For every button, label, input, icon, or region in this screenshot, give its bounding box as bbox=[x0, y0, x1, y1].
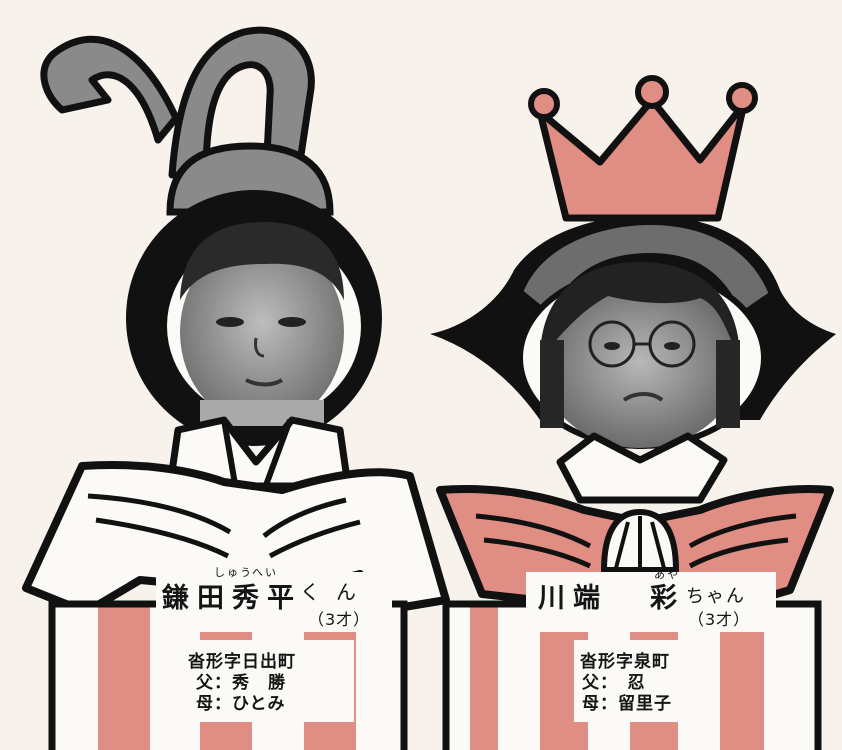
boy-mother: 母：ひとみ bbox=[196, 694, 286, 714]
girl-collar bbox=[556, 432, 728, 504]
girl-mother: 母：留里子 bbox=[582, 694, 672, 714]
shell-fan bbox=[600, 508, 680, 573]
girl-name-box bbox=[526, 572, 776, 632]
boy-name-box bbox=[156, 572, 392, 632]
boy-doll bbox=[22, 26, 450, 750]
boy-face-photo bbox=[180, 222, 344, 426]
girl-robe-lines bbox=[475, 513, 797, 569]
boy-ruby-hei: へい bbox=[252, 566, 278, 579]
boy-suffix: くん bbox=[300, 580, 372, 604]
girl-father: 父： 忍 bbox=[582, 673, 646, 693]
girl-given-name: 彩 bbox=[650, 583, 685, 614]
girl-ruby-aya: あや bbox=[654, 568, 680, 581]
girl-doll bbox=[430, 75, 836, 750]
crown bbox=[536, 96, 748, 222]
eboshi-tail bbox=[40, 35, 180, 144]
boy-age: （3才） bbox=[308, 610, 371, 629]
boy-name: 鎌田秀平 bbox=[162, 583, 302, 614]
girl-family-name: 川端 bbox=[538, 583, 608, 614]
crown-jewel-center bbox=[635, 75, 669, 109]
crown-jewel-left bbox=[528, 88, 560, 120]
eboshi-ribbon bbox=[168, 26, 315, 179]
girl-address: 沓形字泉町 bbox=[580, 652, 670, 672]
boy-father: 父：秀 勝 bbox=[196, 673, 286, 693]
boy-ruby-shu: しゅう bbox=[214, 566, 253, 579]
girl-age: （3才） bbox=[688, 610, 751, 629]
girl-hair-top bbox=[516, 218, 776, 323]
boy-address: 沓形字日出町 bbox=[188, 652, 296, 672]
boy-address-box bbox=[176, 640, 354, 722]
girl-suffix: ちゃん bbox=[686, 586, 746, 607]
girl-face-photo bbox=[540, 262, 740, 448]
boy-robe-lines bbox=[87, 493, 361, 559]
crown-jewel-right bbox=[726, 82, 758, 114]
girl-address-box bbox=[574, 640, 720, 722]
